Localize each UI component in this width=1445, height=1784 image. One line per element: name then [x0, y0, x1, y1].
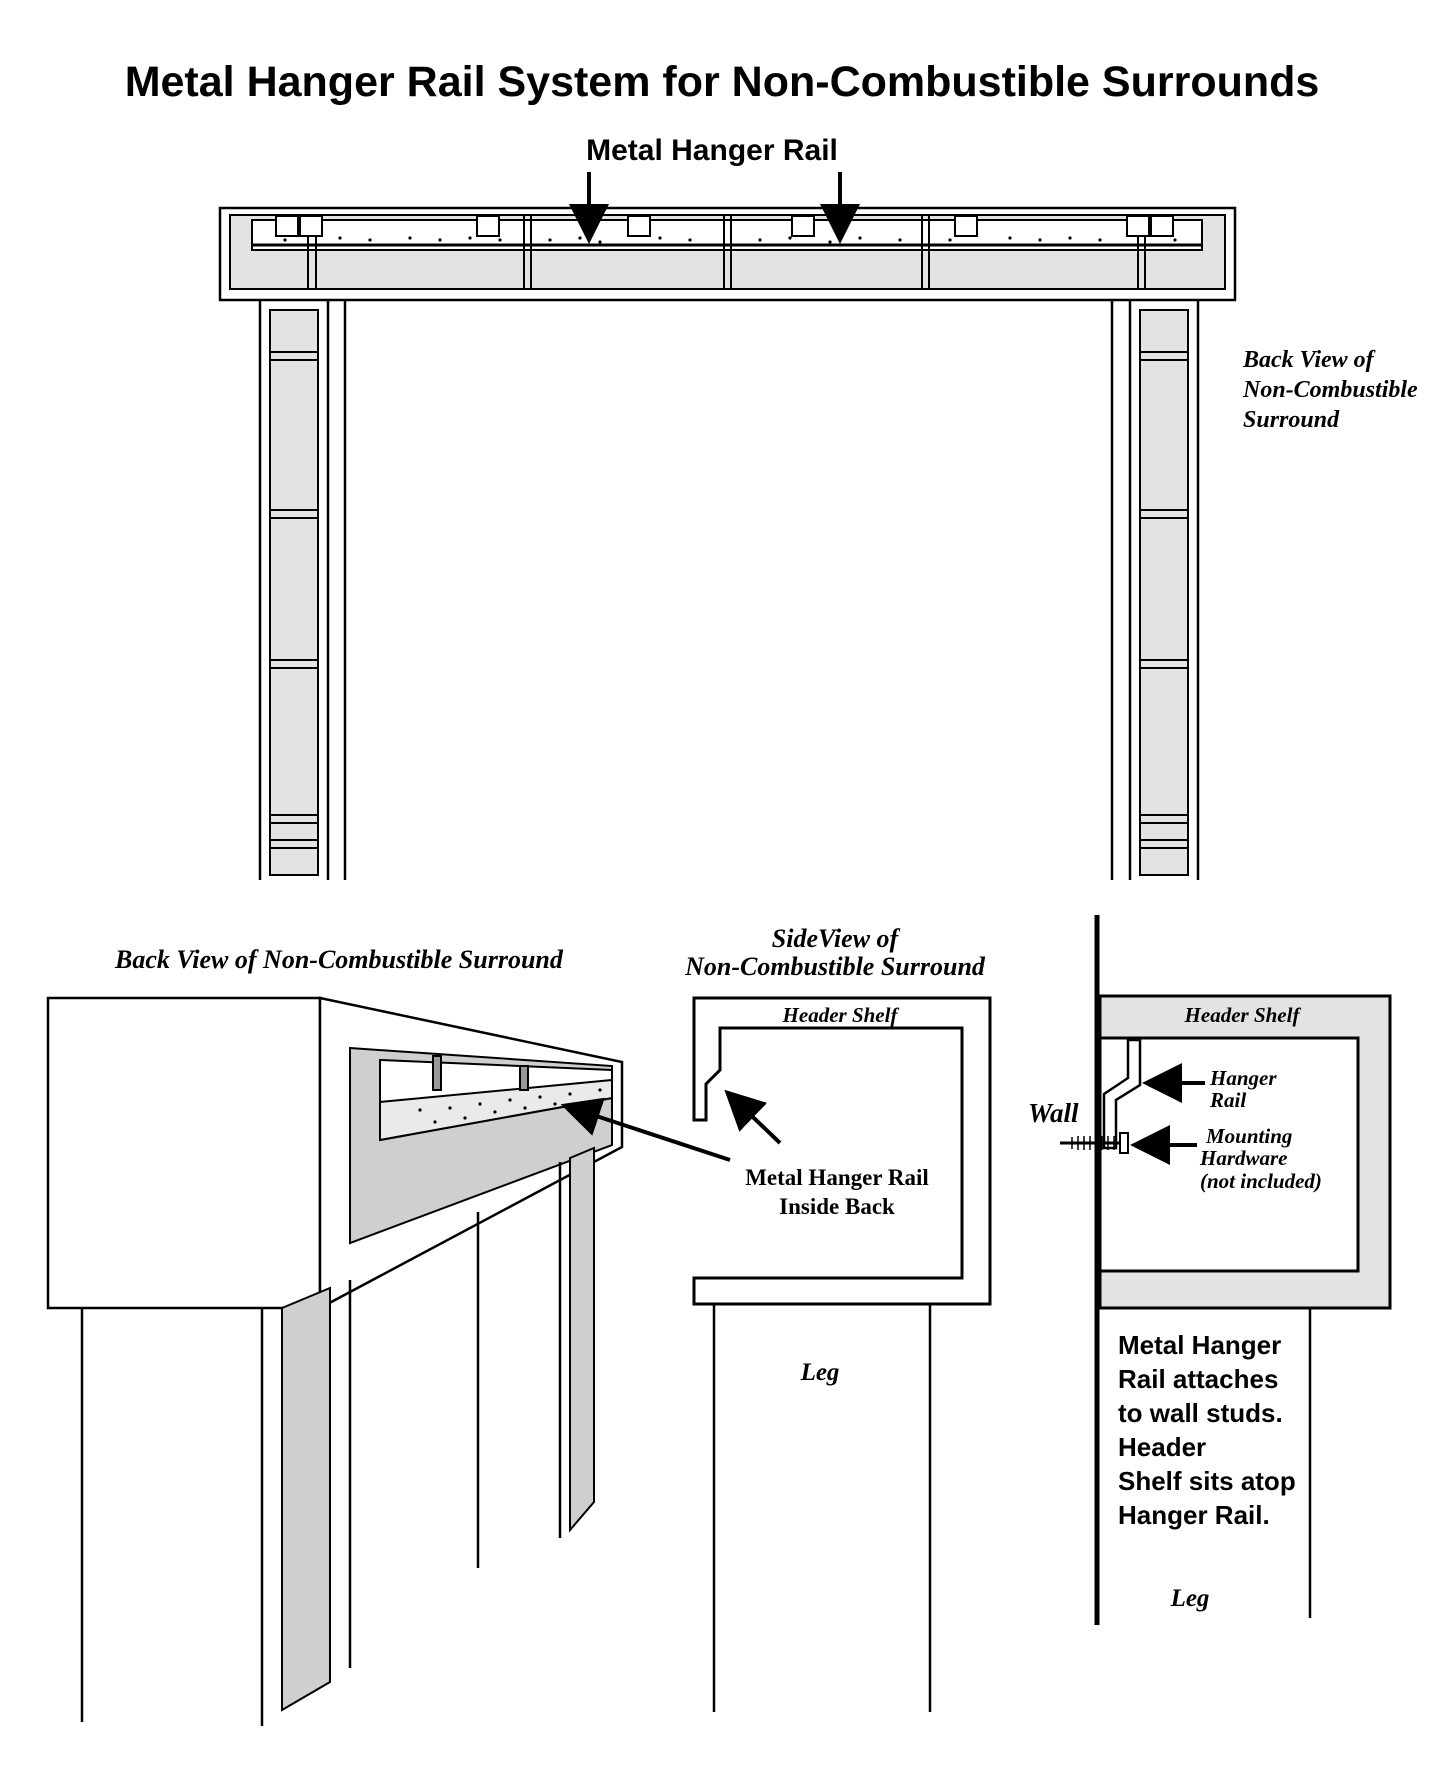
wall-detail: Header Shelf Wall Hanger Rail Mounting H…	[1028, 915, 1392, 1625]
wall-header-shelf-label: Header Shelf	[1184, 1003, 1302, 1027]
side-header-profile	[692, 996, 992, 1306]
top-view-caption-line-1: Back View of	[1242, 347, 1376, 373]
wall-note-line-5: Shelf sits atop	[1118, 1466, 1296, 1496]
hardware-label-line-2: Hardware	[1199, 1146, 1288, 1170]
wall-note-line-1: Metal Hanger	[1118, 1330, 1281, 1360]
hardware-label-line-3: (not included)	[1200, 1169, 1322, 1193]
perspective-back-view: Back View of Non-Combustible Surround	[46, 945, 731, 1726]
rail-tabs	[275, 215, 1174, 237]
side-rail-callout-line-2: Inside Back	[779, 1194, 895, 1219]
side-header-shelf-label: Header Shelf	[782, 1003, 900, 1027]
header-front-face	[46, 996, 322, 1310]
top-back-view: Metal Hanger Rail	[218, 134, 1418, 880]
side-view: SideView of Non-Combustible Surround Hea…	[684, 924, 992, 1712]
hardware-label-line-1: Mounting	[1205, 1124, 1292, 1148]
wall-note-line-4: Header	[1118, 1432, 1206, 1462]
hanger-rail-label-line-2: Rail	[1209, 1088, 1246, 1112]
left-leg	[258, 300, 347, 880]
side-caption-line-1: SideView of	[772, 924, 901, 953]
wall-note-line-3: to wall studs.	[1118, 1398, 1283, 1428]
wall-note-line-6: Hanger Rail.	[1118, 1500, 1270, 1530]
perspective-rail-arrow	[560, 1097, 731, 1162]
hanger-rail-label-line-1: Hanger	[1209, 1066, 1277, 1090]
wall-note-line-2: Rail attaches	[1118, 1364, 1278, 1394]
perspective-caption: Back View of Non-Combustible Surround	[114, 945, 564, 974]
wall-hanger-rail	[1102, 1038, 1142, 1150]
perspective-legs	[80, 1146, 595, 1726]
right-leg	[1110, 300, 1200, 880]
page-title: Metal Hanger Rail System for Non-Combust…	[125, 58, 1320, 106]
metal-hanger-rail-label: Metal Hanger Rail	[586, 134, 838, 167]
mounting-screw-icon	[1060, 1132, 1129, 1154]
side-leg-label: Leg	[800, 1359, 840, 1386]
top-view-caption-line-3: Surround	[1243, 407, 1340, 433]
side-rail-arrow	[724, 1089, 782, 1145]
wall-label: Wall	[1028, 1098, 1079, 1128]
side-caption-line-2: Non-Combustible Surround	[684, 952, 986, 981]
side-rail-callout-line-1: Metal Hanger Rail	[745, 1165, 929, 1190]
top-view-caption-line-2: Non-Combustible	[1242, 377, 1418, 403]
wall-leg-label: Leg	[1170, 1585, 1210, 1612]
